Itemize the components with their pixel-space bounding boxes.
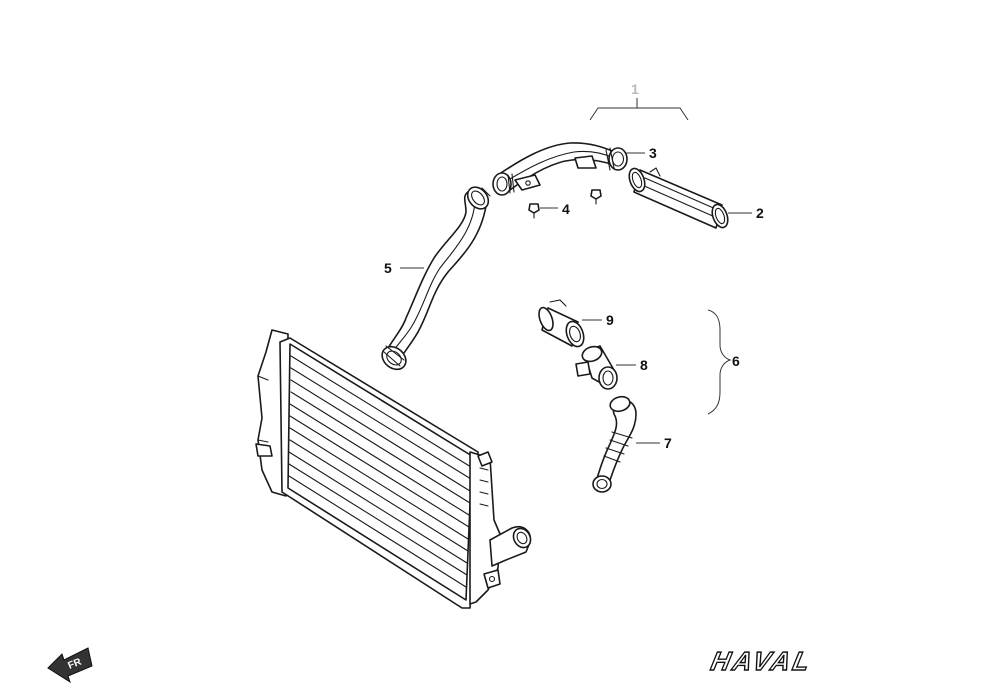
callout-6-label: 6 bbox=[732, 353, 740, 369]
callout-1-bracket bbox=[589, 98, 689, 121]
callout-6-brace bbox=[707, 309, 732, 415]
callout-1-label: 1 bbox=[631, 81, 639, 97]
callout-2: 2 bbox=[728, 205, 764, 221]
haval-logo-text: HAVAL bbox=[708, 646, 815, 676]
callout-3: 3 bbox=[626, 145, 657, 161]
part-2-straight-hose[interactable] bbox=[626, 166, 730, 229]
fr-label: FR bbox=[67, 656, 84, 671]
callout-4: 4 bbox=[540, 201, 570, 217]
callout-5: 5 bbox=[384, 260, 424, 276]
callout-8: 8 bbox=[616, 357, 648, 373]
callout-7-label: 7 bbox=[664, 435, 672, 451]
callout-9-label: 9 bbox=[606, 312, 614, 328]
callout-1-group: 1 bbox=[589, 81, 689, 121]
part-5-long-hose[interactable] bbox=[378, 183, 493, 374]
callout-6-group: 6 bbox=[707, 309, 740, 415]
callout-8-label: 8 bbox=[640, 357, 648, 373]
part-9-coupler[interactable] bbox=[536, 299, 587, 349]
part-4-bolt[interactable] bbox=[528, 203, 540, 219]
fr-orientation-arrow: FR bbox=[47, 647, 93, 684]
intercooler-fins bbox=[288, 355, 472, 588]
callout-7: 7 bbox=[636, 435, 672, 451]
callout-5-label: 5 bbox=[384, 260, 392, 276]
callout-4-label: 4 bbox=[562, 201, 570, 217]
part-4-bolt-2[interactable] bbox=[590, 189, 602, 205]
callout-9: 9 bbox=[582, 312, 614, 328]
callout-2-label: 2 bbox=[756, 205, 764, 221]
part-7-corrugated-hose[interactable] bbox=[592, 395, 637, 493]
haval-logo: HAVAL bbox=[708, 646, 816, 677]
intercooler-core[interactable] bbox=[255, 329, 534, 609]
callout-3-label: 3 bbox=[649, 145, 657, 161]
part-3-upper-intake-pipe[interactable] bbox=[492, 142, 628, 196]
part-8-elbow-connector[interactable] bbox=[575, 344, 618, 390]
